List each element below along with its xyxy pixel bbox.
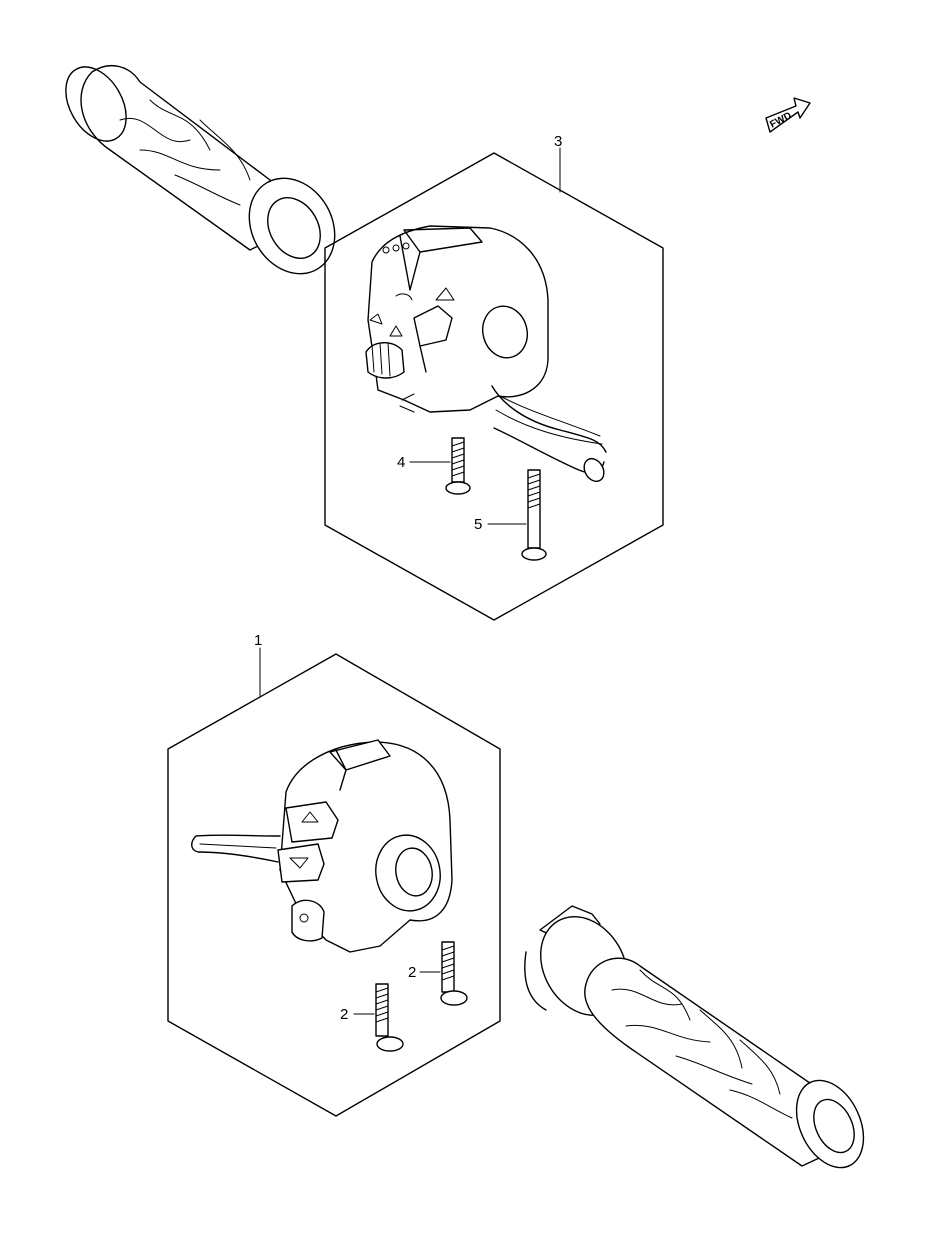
kit-outline-lower xyxy=(167,653,501,1117)
throttle-grip-right xyxy=(524,905,865,1169)
wiring-harness-upper xyxy=(491,385,607,483)
screw-2-rear xyxy=(440,941,468,1006)
handlebar-switch-right xyxy=(277,739,453,953)
wiring-harness-lower xyxy=(191,834,281,863)
callout-5: 5 xyxy=(474,516,482,533)
screw-5 xyxy=(521,469,547,561)
handlebar-switch-left xyxy=(365,225,549,413)
fwd-arrow-badge: FWD xyxy=(765,97,811,133)
kit-outline-upper xyxy=(324,152,664,621)
screw-2-front xyxy=(375,983,404,1052)
callout-1: 1 xyxy=(254,632,262,649)
callout-2-front: 2 xyxy=(340,1006,348,1023)
screw-4 xyxy=(445,437,471,495)
handlebar-grip-left xyxy=(65,64,336,275)
callout-4: 4 xyxy=(397,454,405,471)
fwd-label: FWD xyxy=(768,110,793,130)
callout-3: 3 xyxy=(554,133,562,150)
callout-2-rear: 2 xyxy=(408,964,416,981)
